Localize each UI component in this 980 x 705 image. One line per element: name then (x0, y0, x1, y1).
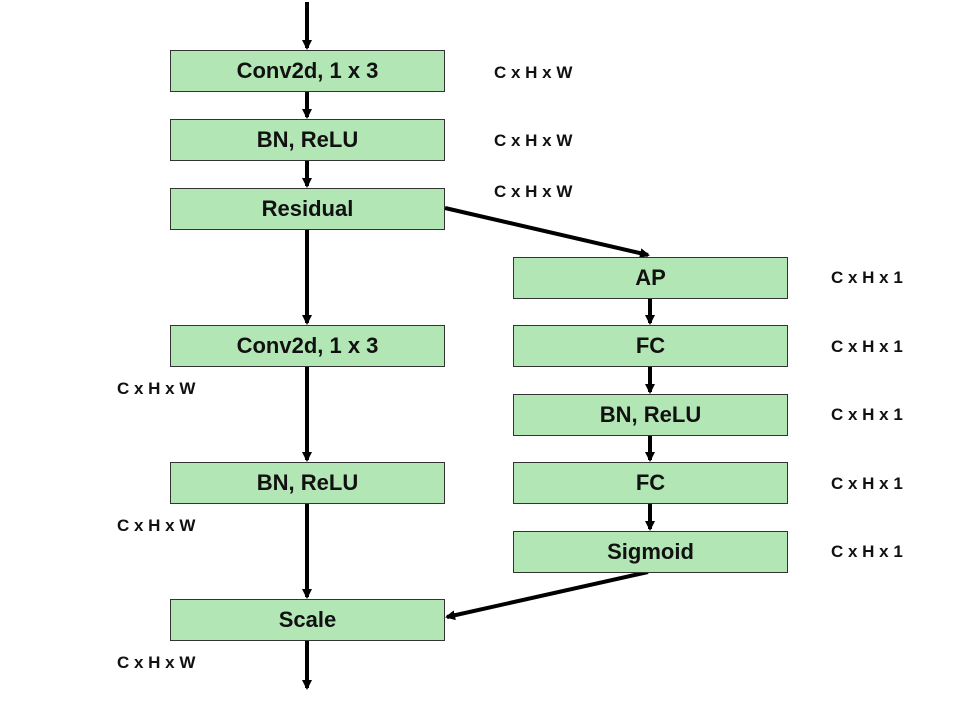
bn-relu1-box: BN, ReLU (170, 119, 445, 161)
dim-ap: C x H x 1 (831, 268, 903, 287)
dim-residual: C x H x W (494, 182, 573, 201)
residual-label: Residual (261, 196, 354, 221)
sigmoid-label: Sigmoid (607, 539, 694, 564)
scale-box: Scale (170, 599, 445, 641)
residual-box: Residual (170, 188, 445, 230)
fc2-box: FC (513, 462, 788, 504)
conv1-box: Conv2d, 1 x 3 (170, 50, 445, 92)
dim-fc1: C x H x 1 (831, 337, 903, 356)
dim-conv2: C x H x W (117, 379, 196, 398)
bn-relu1-label: BN, ReLU (256, 127, 359, 152)
arrow-sigmoid-to-scale (445, 570, 649, 621)
bn-relu2-label: BN, ReLU (256, 470, 359, 495)
bn-relu-side-box: BN, ReLU (513, 394, 788, 436)
ap-label: AP (635, 265, 666, 290)
fc1-box: FC (513, 325, 788, 367)
ap-box: AP (513, 257, 788, 299)
conv2-box: Conv2d, 1 x 3 (170, 325, 445, 367)
conv2-label: Conv2d, 1 x 3 (236, 333, 379, 358)
sigmoid-box: Sigmoid (513, 531, 788, 573)
conv1-label: Conv2d, 1 x 3 (236, 58, 379, 83)
dim-sigmoid: C x H x 1 (831, 542, 903, 561)
dim-bn-relu-side: C x H x 1 (831, 405, 903, 424)
bn-relu2-box: BN, ReLU (170, 462, 445, 504)
dim-conv1: C x H x W (494, 63, 573, 82)
bn-relu-side-label: BN, ReLU (599, 402, 702, 427)
dim-scale: C x H x W (117, 653, 196, 672)
dim-bn-relu1: C x H x W (494, 131, 573, 150)
fc2-label: FC (635, 470, 666, 495)
arrow-residual-to-ap (444, 206, 650, 259)
dim-bn-relu2: C x H x W (117, 516, 196, 535)
scale-label: Scale (278, 607, 337, 632)
dim-fc2: C x H x 1 (831, 474, 903, 493)
fc1-label: FC (635, 333, 666, 358)
